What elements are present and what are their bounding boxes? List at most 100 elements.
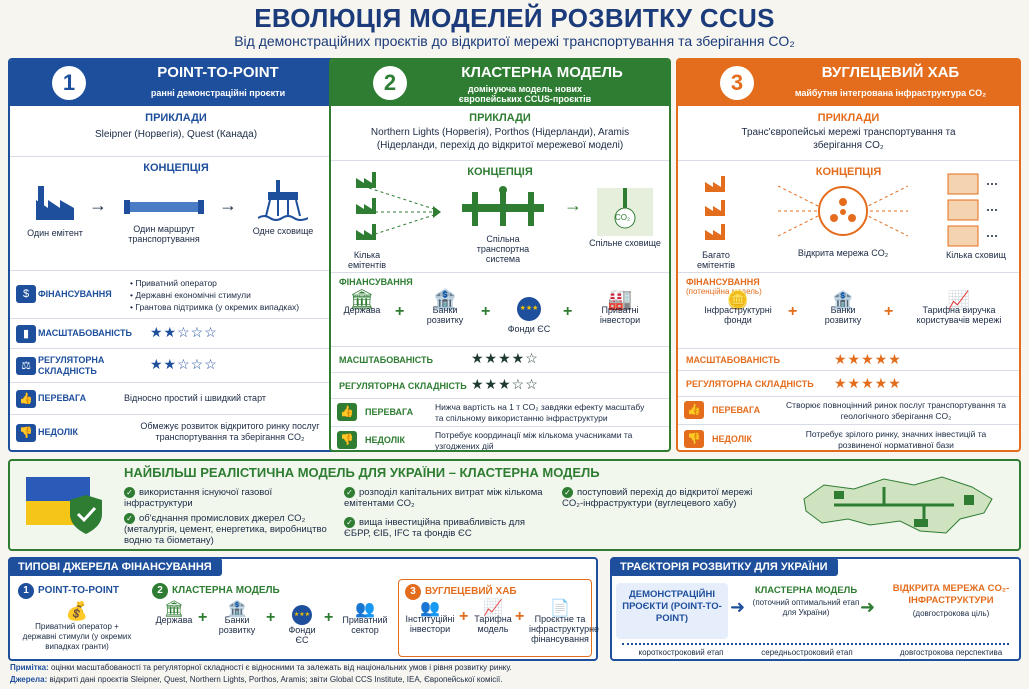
tariff-icon: 📈Тарифна модель xyxy=(474,600,512,635)
ukraine-point: використання існуючої газової інфраструк… xyxy=(124,487,273,509)
arrow-icon: ➜ xyxy=(860,597,876,617)
scalability-rating: ★★★★☆ xyxy=(471,350,539,366)
disadvantage-label: НЕДОЛІК xyxy=(365,435,405,445)
document-icon: 📄Проєктне та інфраструктурне фінансуванн… xyxy=(529,600,600,645)
sources-label: Джерела: xyxy=(10,675,48,684)
timeline-label: середньостроковий етап xyxy=(761,648,853,657)
examples-text: Транс'європейські мережі транспортування… xyxy=(741,127,956,151)
advantage-text: Нижча вартість на 1 т CO₂ завдяки ефекту… xyxy=(435,402,645,423)
ukraine-flag-icon xyxy=(24,473,102,539)
trajectory-tag: ТРАЄКТОРІЯ РОЗВИТКУ ДЛЯ УКРАЇНИ xyxy=(610,558,838,576)
column-carbon-hub: 3 ВУГЛЕЦЕВИЙ ХАБ майбутня інтегрована ін… xyxy=(676,58,1021,452)
column-number: 3 xyxy=(720,66,754,100)
concept-item-1: Один емітент xyxy=(27,228,83,238)
disadvantage-label: НЕДОЛІК xyxy=(38,427,78,437)
page-subtitle: Від демонстраційних проєктів до відкрито… xyxy=(234,33,795,49)
financing-source: Банки розвитку xyxy=(426,305,464,325)
offshore-platform-icon: Одне сховище xyxy=(240,178,326,236)
concept-item-2: Один маршрут транспортування xyxy=(128,224,200,244)
note-label: Примітка: xyxy=(10,663,49,672)
financing-label: ФІНАНСУВАННЯ xyxy=(339,277,413,287)
scales-icon: ⚖ xyxy=(16,357,36,375)
thumbs-up-icon: 👍 xyxy=(16,390,36,408)
check-icon: ✓ xyxy=(562,487,573,498)
regulatory-label: РЕГУЛЯТОРНА СКЛАДНІСТЬ xyxy=(339,381,467,391)
funding-source: Проєктне та інфраструктурне фінансування xyxy=(529,614,600,644)
regulatory-label: РЕГУЛЯТОРНА СКЛАДНІСТЬ xyxy=(686,379,814,389)
column-name: ВУГЛЕЦЕВИЙ ХАБ xyxy=(821,64,960,81)
timeline-label: довгострокова перспектива xyxy=(899,648,1003,657)
regulatory-label: РЕГУЛЯТОРНА СКЛАДНІСТЬ xyxy=(38,355,105,376)
examples-label: ПРИКЛАДИ xyxy=(145,112,207,124)
financing-source: Інфраструктурні фонди xyxy=(704,305,772,325)
ukraine-point: поступовий перехід до відкритої мережі C… xyxy=(562,487,753,509)
advantage-text: Відносно простий і швидкий старт xyxy=(124,393,266,403)
coins-icon: 🪙Інфраструктурні фонди xyxy=(704,290,772,325)
ukraine-point: об'єднання промислових джерел CO₂ (метал… xyxy=(124,513,327,546)
ukraine-point: розподіл капітальних витрат між кількома… xyxy=(344,487,543,509)
column-name: POINT-TO-POINT xyxy=(157,64,279,81)
scalability-label: МАСШТАБОВАНІСТЬ xyxy=(339,355,434,365)
shared-pipeline-icon: Спільна транспортна система xyxy=(449,186,557,264)
ukraine-title: НАЙБІЛЬШ РЕАЛІСТИЧНА МОДЕЛЬ ДЛЯ УКРАЇНИ … xyxy=(124,465,600,480)
bank-icon: 🏦Банки розвитку xyxy=(415,290,475,325)
timeline-label: короткостроковий етап xyxy=(638,648,724,657)
people-icon: 👥Приватний сектор xyxy=(340,602,390,636)
regulatory-rating: ★★★☆☆ xyxy=(471,376,539,392)
bank-icon: 🏦Банки розвитку xyxy=(212,602,262,636)
examples-label: ПРИКЛАДИ xyxy=(469,112,531,124)
model-3-label: ВУГЛЕЦЕВИЙ ХАБ xyxy=(425,586,517,597)
network-hub-icon: Відкрита мережа CO₂ xyxy=(777,176,909,258)
co2-label: CO₂ xyxy=(615,213,631,222)
concept-item-2: Відкрита мережа CO₂ xyxy=(797,248,889,258)
model-1-label: POINT-TO-POINT xyxy=(38,585,119,596)
stage-3: ВІДКРИТА МЕРЕЖА CO₂-ІНФРАСТРУКТУРИ xyxy=(892,583,1010,606)
check-icon: ✓ xyxy=(344,487,355,498)
financing-label: ФІНАНСУВАННЯ xyxy=(686,277,760,287)
growth-chart-icon: 📈Тарифна виручка користувачів мережі xyxy=(904,291,1014,325)
column-header: 2 КЛАСТЕРНА МОДЕЛЬ домінуюча модель нови… xyxy=(331,60,669,106)
converging-arrows-icon xyxy=(367,182,447,244)
stage-2-note: (поточний оптимальний етап для України) xyxy=(752,598,860,617)
arrow-icon: → xyxy=(219,195,237,215)
storage-sites-icon: Кілька сховищ xyxy=(936,172,1016,260)
arrow-icon: → xyxy=(89,195,107,215)
thumbs-up-icon: 👍 xyxy=(684,401,704,419)
thumbs-down-icon: 👎 xyxy=(337,431,357,449)
eu-flag-icon: ★★★Фонди ЄС xyxy=(282,605,322,645)
funding-sources-tag: ТИПОВІ ДЖЕРЕЛА ФІНАНСУВАННЯ xyxy=(8,558,222,576)
examples-label: ПРИКЛАДИ xyxy=(817,112,880,124)
financing-source: Банки розвитку xyxy=(824,305,862,325)
arrow-icon: → xyxy=(564,195,582,215)
financing-source: Держава xyxy=(343,305,381,315)
check-icon: ✓ xyxy=(124,513,135,524)
advantage-text: Створює повноцінний ринок послуг транспо… xyxy=(786,400,1006,421)
column-number: 2 xyxy=(373,66,407,100)
disadvantage-label: НЕДОЛІК xyxy=(712,434,752,444)
scalability-label: МАСШТАБОВАНІСТЬ xyxy=(686,355,781,365)
thumbs-down-icon: 👎 xyxy=(16,424,36,442)
money-bag-icon: $ xyxy=(16,285,36,303)
concept-item-1: Кілька емітентів xyxy=(347,250,387,270)
financing-source: Тарифна виручка користувачів мережі xyxy=(916,305,1002,325)
ukraine-map-icon xyxy=(794,469,1014,543)
column-header: 1 POINT-TO-POINT ранні демонстраційні пр… xyxy=(10,60,342,106)
concept-item-3: Спільне сховище xyxy=(589,238,661,248)
scalability-rating: ★★☆☆☆ xyxy=(150,324,218,340)
column-number: 1 xyxy=(52,66,86,100)
funding-source: Тарифна модель xyxy=(474,614,512,634)
sources-text: відкриті дані проєктів Sleipner, Quest, … xyxy=(49,675,503,684)
examples-text: Northern Lights (Норвегія), Porthos (Нід… xyxy=(370,127,630,151)
concept-label: КОНЦЕПЦІЯ xyxy=(815,166,882,178)
funding-source: Інституційні інвестори xyxy=(405,614,455,634)
financing-source: Приватні інвестори xyxy=(599,305,641,325)
column-name: КЛАСТЕРНА МОДЕЛЬ xyxy=(461,64,623,81)
page-title: ЕВОЛЮЦІЯ МОДЕЛЕЙ РОЗВИТКУ CCUS xyxy=(254,3,775,33)
scalability-label: МАСШТАБОВАНІСТЬ xyxy=(38,328,133,338)
disadvantage-text: Потребує зрілого ринку, значних інвестиц… xyxy=(805,429,987,450)
factories-icon: Багато емітентів xyxy=(686,172,746,270)
financing-item: Грантова підтримка (у окремих випадках) xyxy=(135,302,300,312)
disadvantage-text: Потребує координації між кількома учасни… xyxy=(435,430,633,451)
stage-2: КЛАСТЕРНА МОДЕЛЬ xyxy=(754,585,858,596)
